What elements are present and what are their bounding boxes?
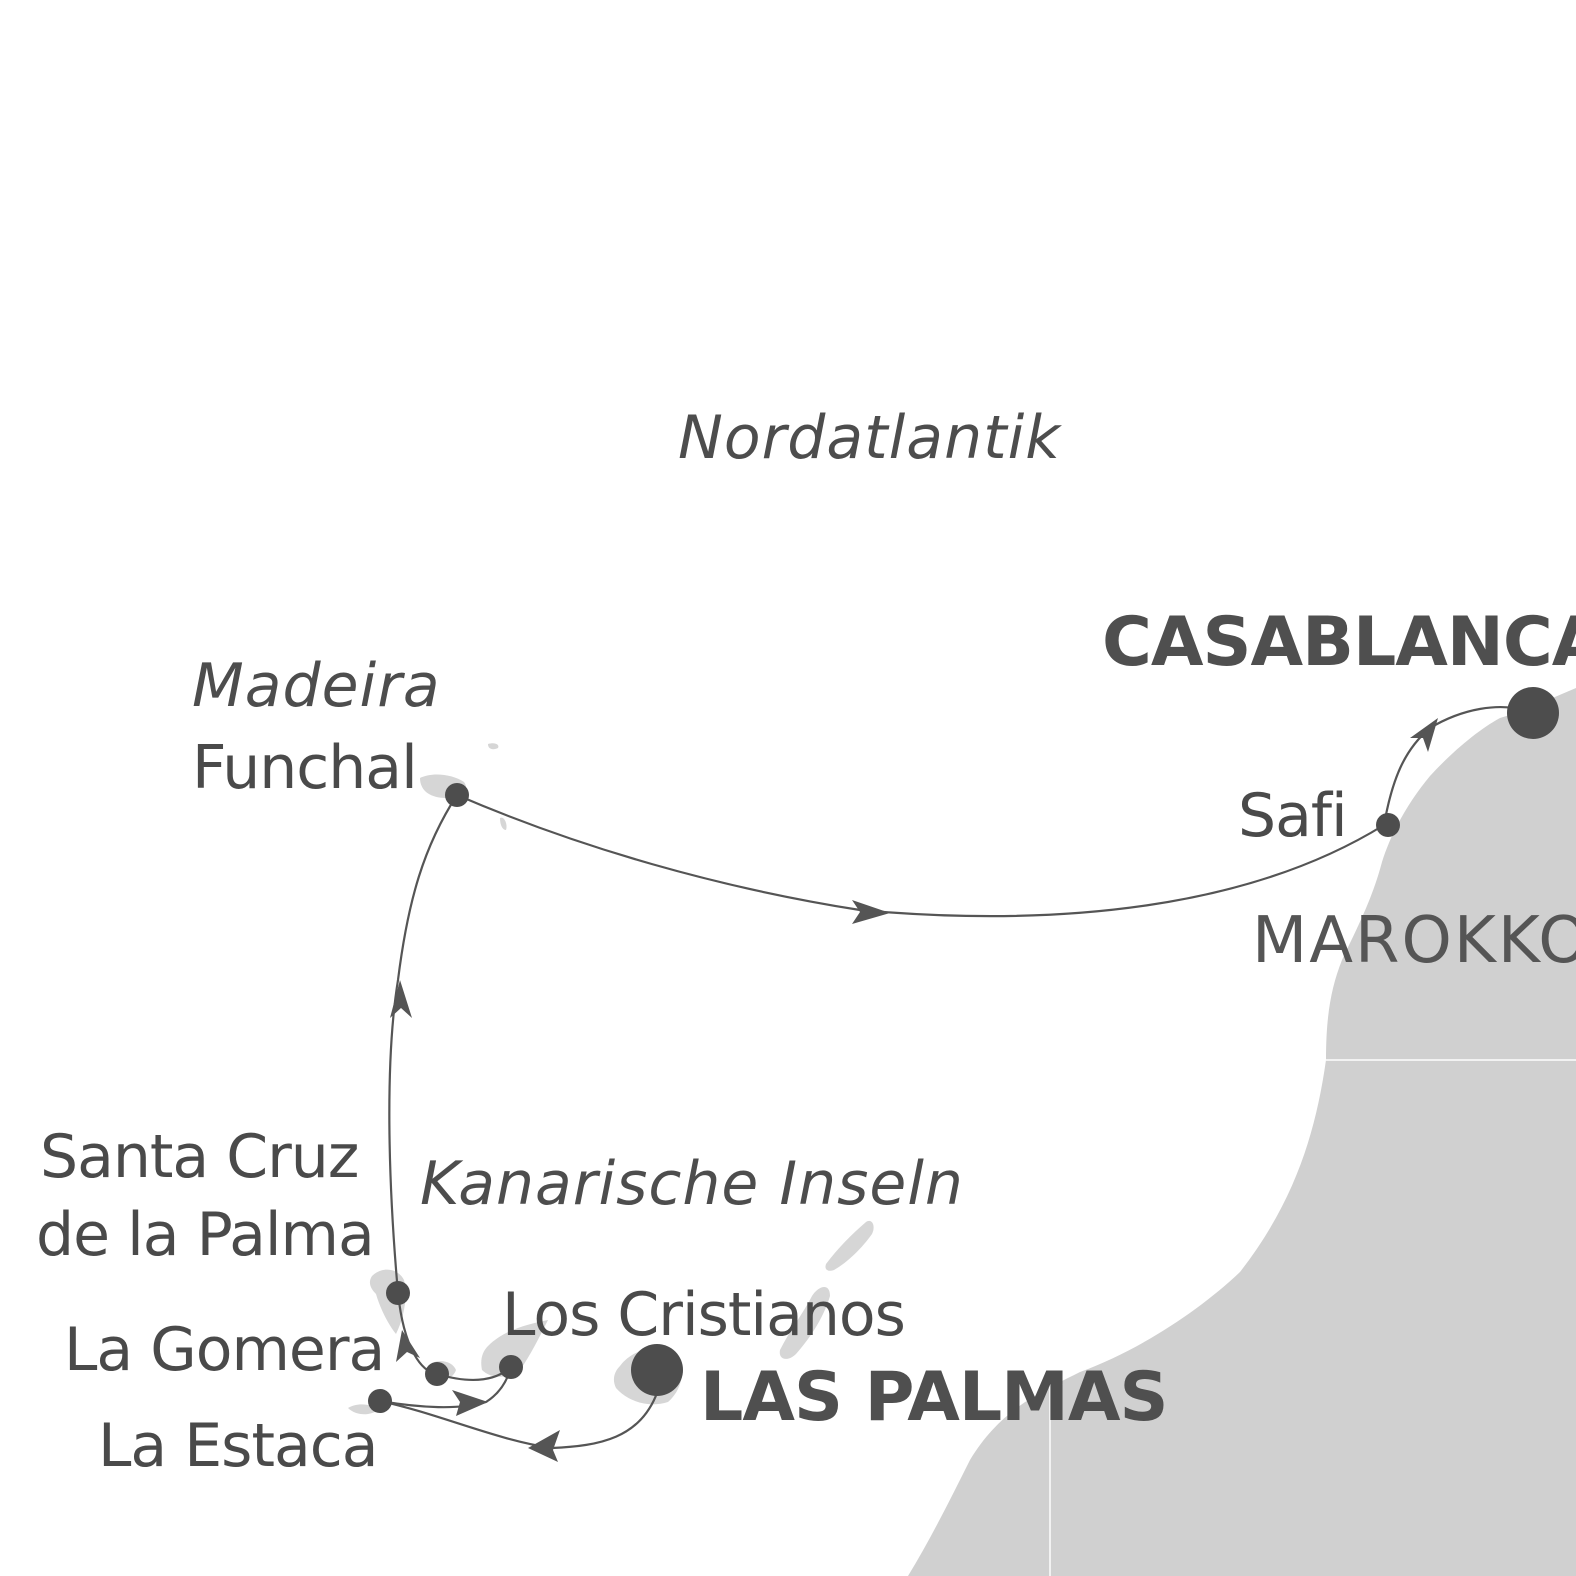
port-label-la-gomera: La Gomera bbox=[64, 1315, 384, 1385]
route-las-palmas-to-la-estaca bbox=[379, 1392, 659, 1450]
region-label-madeira: Madeira bbox=[192, 651, 441, 721]
stop-la-gomera-marker bbox=[425, 1362, 449, 1386]
stop-casablanca-marker bbox=[1507, 687, 1559, 739]
port-label-santa-cruz-line1: Santa Cruz bbox=[40, 1122, 358, 1192]
port-label-casablanca: CASABLANCA bbox=[1102, 603, 1576, 682]
stop-la-estaca-marker bbox=[368, 1389, 392, 1413]
port-label-las-palmas: LAS PALMAS bbox=[700, 1358, 1167, 1437]
stop-safi-marker bbox=[1376, 813, 1400, 837]
morocco-landmass bbox=[908, 688, 1576, 1576]
direction-arrow-icon bbox=[452, 1390, 488, 1416]
direction-arrow-icon bbox=[1410, 718, 1438, 752]
route-santa-cruz-to-funchal bbox=[388, 794, 458, 1294]
porto-santo-island bbox=[488, 743, 499, 750]
stop-funchal-marker bbox=[445, 783, 469, 807]
tenerife-island bbox=[481, 1320, 548, 1377]
ocean-label: Nordatlantik bbox=[678, 403, 1062, 473]
desertas-island bbox=[500, 817, 507, 830]
stop-las-palmas-marker bbox=[631, 1344, 683, 1396]
port-label-los-cristianos: Los Cristianos bbox=[502, 1280, 905, 1350]
stop-los-cristianos-marker bbox=[499, 1355, 523, 1379]
fuerteventura-island bbox=[779, 1286, 830, 1359]
port-label-la-estaca: La Estaca bbox=[98, 1411, 378, 1481]
lanzarote-island bbox=[825, 1220, 874, 1271]
country-label-morocco: MAROKKO bbox=[1252, 904, 1576, 978]
stop-santa-cruz-marker bbox=[386, 1281, 410, 1305]
direction-arrow-icon bbox=[852, 900, 890, 924]
direction-arrow-icon bbox=[528, 1430, 560, 1462]
direction-arrow-icon bbox=[390, 980, 412, 1018]
direction-arrow-icon bbox=[396, 1330, 420, 1362]
port-label-funchal: Funchal bbox=[192, 733, 417, 803]
port-label-santa-cruz-line2: de la Palma bbox=[36, 1200, 374, 1270]
region-label-canaries: Kanarische Inseln bbox=[420, 1149, 964, 1219]
port-label-safi: Safi bbox=[1238, 781, 1347, 851]
